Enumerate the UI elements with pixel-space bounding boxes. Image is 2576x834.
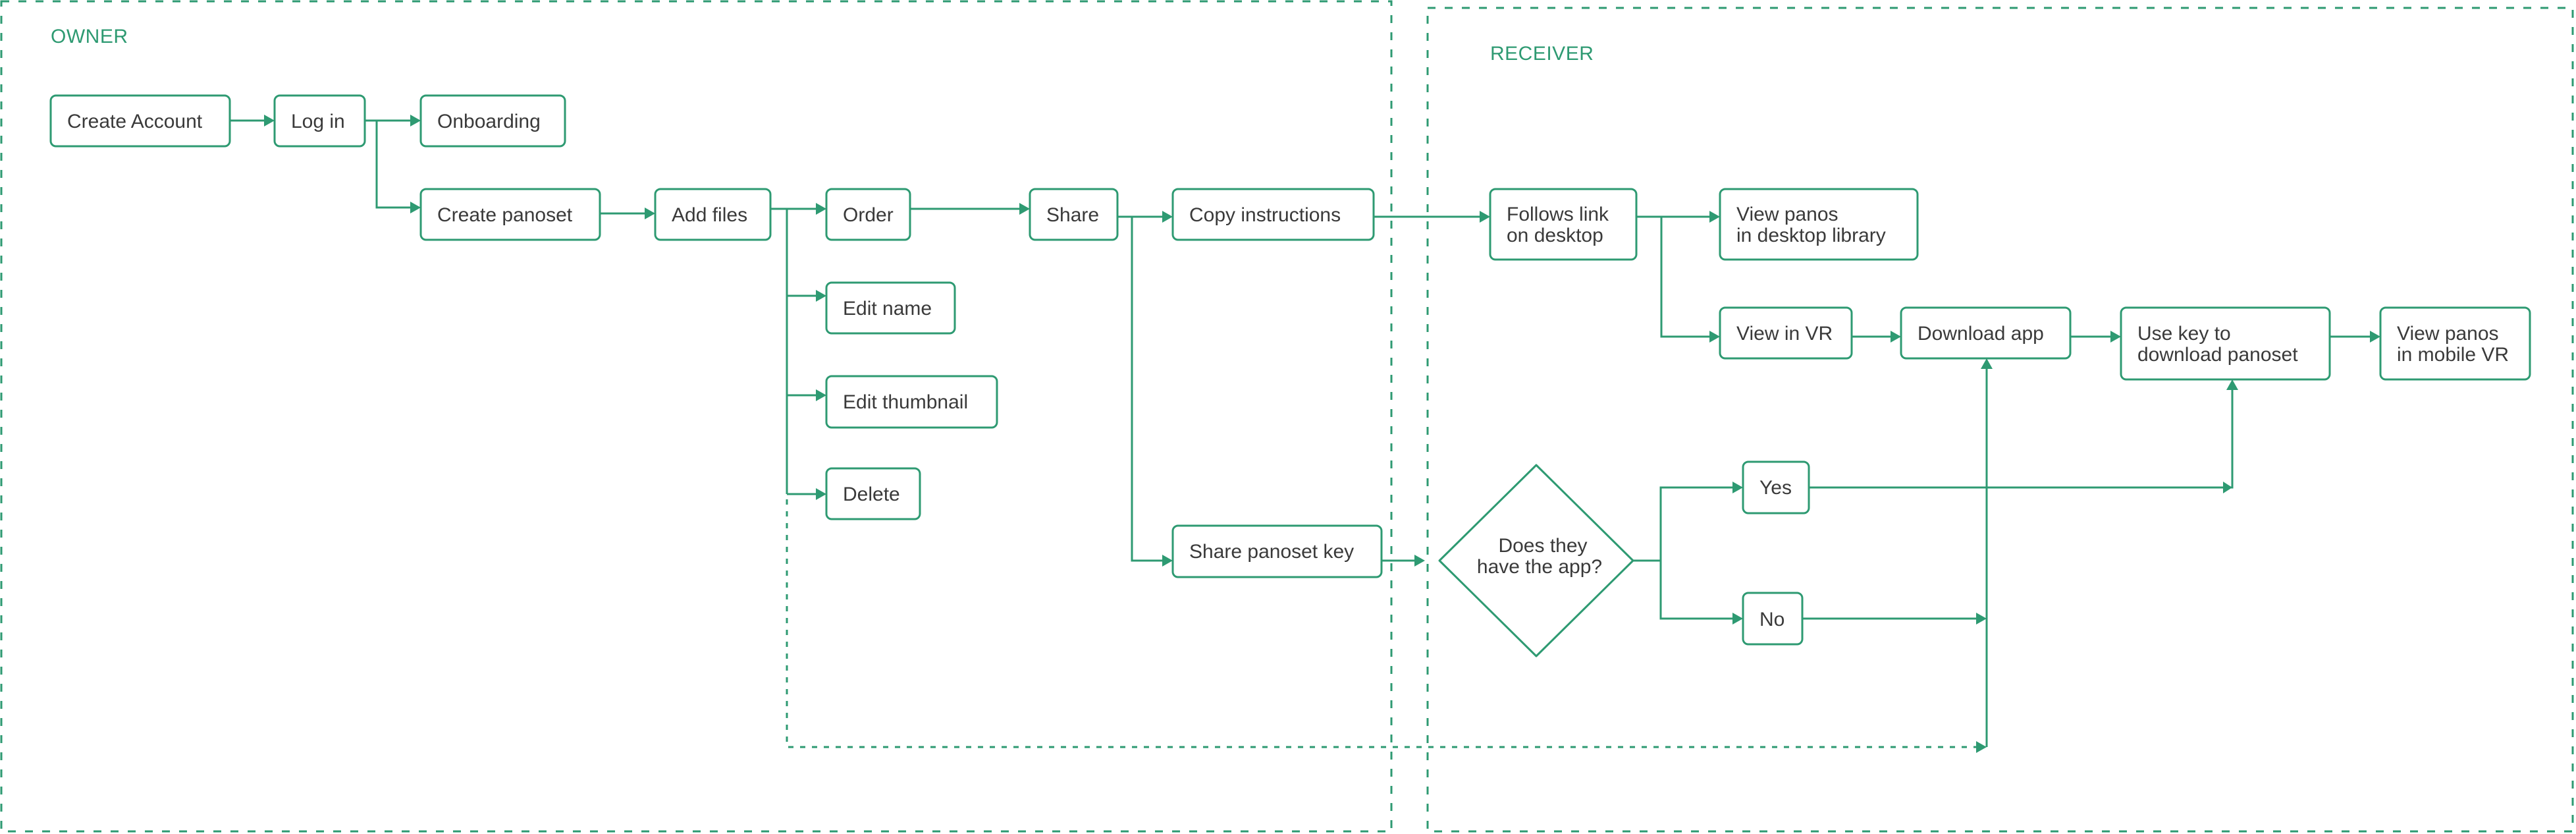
arrow-head-icon (264, 115, 275, 126)
arrow-head-icon (1976, 613, 1987, 625)
node-label: in desktop library (1736, 225, 1886, 246)
node-has-app-decision[interactable]: Does they have the app? (1438, 464, 1634, 657)
node-share[interactable]: Share (1029, 188, 1119, 241)
node-create-panoset[interactable]: Create panoset (419, 188, 601, 241)
arrow-head-icon (1019, 203, 1030, 215)
arrow-head-icon (1976, 741, 1987, 753)
node-label: Copy instructions (1189, 204, 1341, 226)
node-label: Log in (291, 111, 345, 132)
node-label: Download app (1918, 323, 2044, 345)
receiver-lane (1426, 7, 2574, 833)
arrow-head-icon (1480, 211, 1490, 223)
node-label: on desktop (1507, 225, 1603, 246)
edge-yes-use-key (1809, 389, 2234, 489)
arrow-head-icon (2223, 482, 2232, 493)
edge-follows-link-view-in-vr (1660, 217, 1711, 338)
arrow-head-icon (1891, 331, 1901, 343)
arrow-head-icon (816, 488, 826, 500)
node-onboarding[interactable]: Onboarding (419, 94, 566, 148)
node-label: Share (1046, 204, 1099, 226)
node-no[interactable]: No (1742, 592, 1804, 646)
node-label: Add files (672, 204, 747, 226)
owner-lane-label: OWNER (51, 26, 128, 47)
owner-lane (0, 0, 1393, 833)
node-label: Create panoset (437, 204, 573, 226)
arrow-head-icon (1414, 555, 1425, 567)
node-label: Share panoset key (1189, 541, 1354, 563)
node-label: download panoset (2137, 344, 2298, 366)
node-label: Create Account (67, 111, 203, 132)
node-label: No (1759, 609, 1784, 630)
node-delete[interactable]: Delete (825, 467, 921, 520)
edge-decision-yes (1659, 486, 1734, 561)
node-label: in mobile VR (2397, 344, 2509, 366)
node-edit-thumbnail[interactable]: Edit thumbnail (825, 375, 998, 429)
node-label: Yes (1759, 477, 1792, 499)
node-share-panoset-key[interactable]: Share panoset key (1171, 524, 1383, 578)
node-label: Does they (1498, 535, 1587, 557)
node-copy-instructions[interactable]: Copy instructions (1171, 188, 1375, 241)
arrow-head-icon (1732, 613, 1743, 625)
arrow-head-icon (1981, 358, 1993, 369)
node-use-key[interactable]: Use key to download panoset (2120, 306, 2331, 381)
arrow-head-icon (1732, 482, 1743, 493)
edge-decision-no (1659, 561, 1734, 620)
node-label: View panos (2397, 323, 2499, 345)
node-log-in[interactable]: Log in (273, 94, 366, 148)
arrow-head-icon (410, 115, 421, 126)
node-view-in-vr[interactable]: View in VR (1719, 306, 1853, 360)
node-label: have the app? (1477, 556, 1602, 578)
arrow-head-icon (1709, 211, 1720, 223)
arrow-head-icon (2370, 331, 2380, 343)
nodes-layer: Create Account Log in Onboarding Create … (49, 94, 2531, 657)
arrow-head-icon (1162, 555, 1173, 567)
node-create-account[interactable]: Create Account (49, 94, 231, 148)
arrow-head-icon (1162, 211, 1173, 223)
arrow-head-icon (816, 389, 826, 401)
edge-log-in-create-panoset (375, 121, 412, 209)
node-follows-link[interactable]: Follows link on desktop (1489, 188, 1638, 261)
receiver-lane-label: RECEIVER (1490, 43, 1594, 65)
node-order[interactable]: Order (825, 188, 911, 241)
node-download-app[interactable]: Download app (1900, 306, 2072, 360)
arrow-head-icon (645, 208, 655, 219)
edge-share-share-panoset-key (1131, 217, 1164, 562)
edges-layer (230, 115, 2380, 753)
node-yes[interactable]: Yes (1742, 460, 1810, 514)
node-view-panos-desktop[interactable]: View panos in desktop library (1719, 188, 1919, 261)
node-edit-name[interactable]: Edit name (825, 281, 956, 335)
node-label: Delete (843, 484, 900, 505)
node-label: Order (843, 204, 894, 226)
node-label: View in VR (1736, 323, 1833, 345)
node-label: Edit name (843, 298, 932, 320)
node-label: Edit thumbnail (843, 391, 968, 413)
arrow-head-icon (816, 290, 826, 302)
arrow-head-icon (1709, 331, 1720, 343)
node-view-panos-mobile[interactable]: View panos in mobile VR (2379, 306, 2531, 381)
node-label: Onboarding (437, 111, 541, 132)
arrow-head-icon (410, 202, 421, 213)
arrow-head-icon (816, 203, 826, 215)
node-label: Use key to (2137, 323, 2231, 345)
arrow-head-icon (2226, 379, 2238, 390)
node-add-files[interactable]: Add files (654, 188, 772, 241)
node-label: View panos (1736, 204, 1838, 225)
node-label: Follows link (1507, 204, 1609, 225)
arrow-head-icon (2110, 331, 2121, 343)
